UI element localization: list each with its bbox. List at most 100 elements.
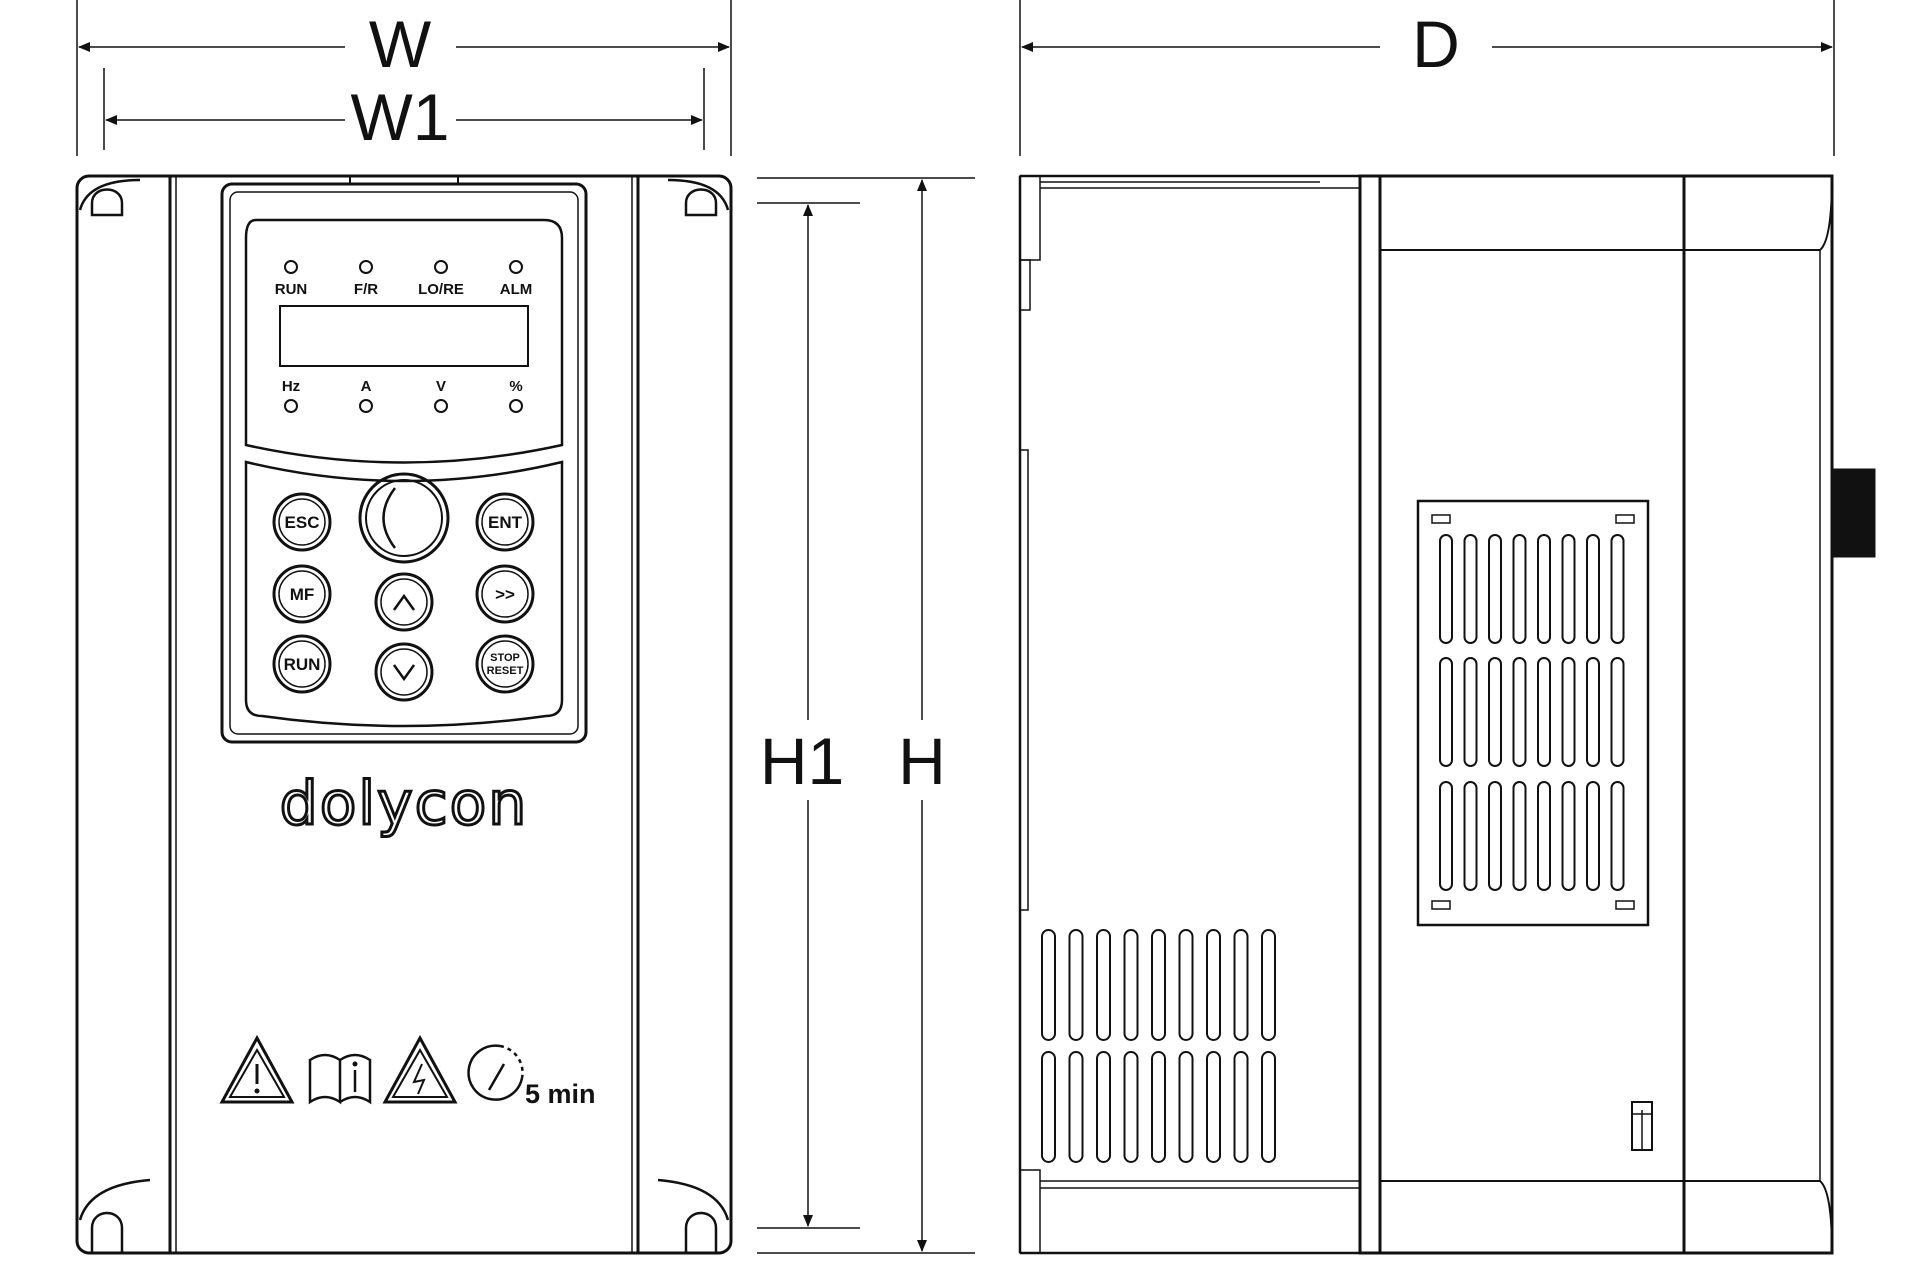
vent-slot bbox=[1068, 1051, 1084, 1163]
down-button[interactable] bbox=[374, 642, 434, 702]
timer-icon bbox=[467, 1044, 524, 1101]
vent-slot bbox=[1151, 929, 1166, 1041]
vent-slot bbox=[1586, 781, 1600, 891]
vent-slot bbox=[1261, 929, 1276, 1041]
vent-slot bbox=[1096, 929, 1111, 1041]
reset-button-label: RESET bbox=[487, 665, 524, 677]
discharge-time-label: 5 min bbox=[525, 1079, 596, 1109]
led-hz bbox=[284, 399, 298, 413]
front-view: W W1 bbox=[75, 0, 733, 1255]
vent-slot bbox=[1561, 657, 1576, 767]
vent-slot bbox=[1537, 657, 1551, 767]
heatsink bbox=[1018, 174, 1360, 1255]
shift-button-label: >> bbox=[495, 585, 515, 604]
side-vent-lower bbox=[1041, 929, 1276, 1163]
dimension-h1-label: H1 bbox=[760, 724, 844, 798]
vent-slot bbox=[1178, 929, 1194, 1041]
led-label-alm: ALM bbox=[500, 281, 533, 298]
vent-slot bbox=[1439, 534, 1453, 644]
vent-slot bbox=[1206, 1051, 1221, 1163]
stop-reset-button[interactable]: STOP RESET bbox=[475, 634, 535, 694]
dimension-d: D bbox=[1021, 7, 1833, 81]
keypad-frame bbox=[220, 182, 588, 744]
led-label-run: RUN bbox=[275, 281, 308, 298]
led-percent bbox=[509, 399, 523, 413]
vent-slot bbox=[1096, 1051, 1111, 1163]
vent-slot bbox=[1233, 929, 1249, 1041]
vent-slot bbox=[1586, 534, 1600, 644]
esc-button[interactable]: ESC bbox=[272, 492, 332, 552]
up-button[interactable] bbox=[374, 572, 434, 632]
dimension-d-label: D bbox=[1412, 7, 1460, 81]
vent-slot bbox=[1178, 1051, 1194, 1163]
shift-button[interactable]: >> bbox=[475, 564, 535, 624]
mounting-slot-bottom-right bbox=[657, 1178, 730, 1253]
down-arrow-icon bbox=[392, 664, 416, 682]
mounting-slot-top-left bbox=[78, 178, 141, 217]
high-voltage-icon bbox=[382, 1034, 458, 1104]
vent-slot bbox=[1151, 1051, 1166, 1163]
vent-slot bbox=[1261, 1051, 1276, 1163]
led-a bbox=[359, 399, 373, 413]
led-v bbox=[434, 399, 448, 413]
lcd-window bbox=[279, 305, 529, 367]
vent-slot bbox=[1610, 534, 1625, 644]
mf-button-label: MF bbox=[290, 585, 315, 604]
mf-button[interactable]: MF bbox=[272, 564, 332, 624]
unit-label-percent: % bbox=[509, 378, 522, 395]
vent-slot bbox=[1537, 781, 1551, 891]
vent-slot bbox=[1610, 657, 1625, 767]
vent-slot bbox=[1233, 1051, 1249, 1163]
vent-slot bbox=[1488, 534, 1502, 644]
side-view: D bbox=[1018, 0, 1876, 1255]
vent-slot bbox=[1488, 657, 1502, 767]
unit-label-a: A bbox=[361, 378, 372, 395]
mounting-slot-bottom-left bbox=[78, 1178, 151, 1253]
ent-button-label: ENT bbox=[488, 513, 523, 532]
connector bbox=[1832, 468, 1876, 558]
vent-slot bbox=[1463, 657, 1478, 767]
vent-slot bbox=[1041, 929, 1056, 1041]
run-button-label: RUN bbox=[284, 655, 321, 674]
display-panel bbox=[244, 218, 564, 464]
led-run bbox=[284, 260, 298, 274]
dimension-h-label: H bbox=[898, 724, 946, 798]
knob-icon[interactable] bbox=[358, 472, 450, 564]
status-leds: RUN F/R LO/RE ALM bbox=[275, 260, 533, 298]
esc-button-label: ESC bbox=[285, 513, 320, 532]
front-housing bbox=[75, 174, 733, 1255]
warning-triangle-icon bbox=[219, 1034, 295, 1104]
vent-slot bbox=[1068, 929, 1084, 1041]
height-dimensions: H1 H bbox=[757, 177, 975, 1254]
vent-slot bbox=[1123, 1051, 1139, 1163]
unit-leds: Hz A V % bbox=[282, 378, 523, 413]
led-label-fr: F/R bbox=[354, 281, 378, 298]
vent-slot bbox=[1123, 929, 1139, 1041]
vent-slot bbox=[1537, 534, 1551, 644]
vent-slot bbox=[1488, 781, 1502, 891]
side-housing bbox=[1358, 174, 1834, 1255]
dip-switch bbox=[1631, 1101, 1653, 1151]
vent-slot bbox=[1561, 534, 1576, 644]
led-lore bbox=[434, 260, 448, 274]
vent-slot bbox=[1512, 534, 1527, 644]
stop-button-label: STOP bbox=[490, 652, 520, 664]
ent-button[interactable]: ENT bbox=[475, 492, 535, 552]
vent-slot bbox=[1512, 781, 1527, 891]
side-vent-grille bbox=[1416, 499, 1650, 927]
vent-slot bbox=[1439, 657, 1453, 767]
dimension-w1: W1 bbox=[105, 80, 703, 154]
brand-logo: dolycon bbox=[280, 769, 529, 839]
manual-info-icon bbox=[308, 1053, 372, 1105]
vent-slot bbox=[1041, 1051, 1056, 1163]
vent-slot bbox=[1561, 781, 1576, 891]
led-alm bbox=[509, 260, 523, 274]
vent-slot bbox=[1463, 534, 1478, 644]
vent-slot bbox=[1586, 657, 1600, 767]
vent-slot bbox=[1463, 781, 1478, 891]
unit-label-hz: Hz bbox=[282, 378, 300, 395]
dimension-h1: H1 bbox=[760, 204, 844, 1227]
run-button[interactable]: RUN bbox=[272, 634, 332, 694]
vent-slot bbox=[1610, 781, 1625, 891]
